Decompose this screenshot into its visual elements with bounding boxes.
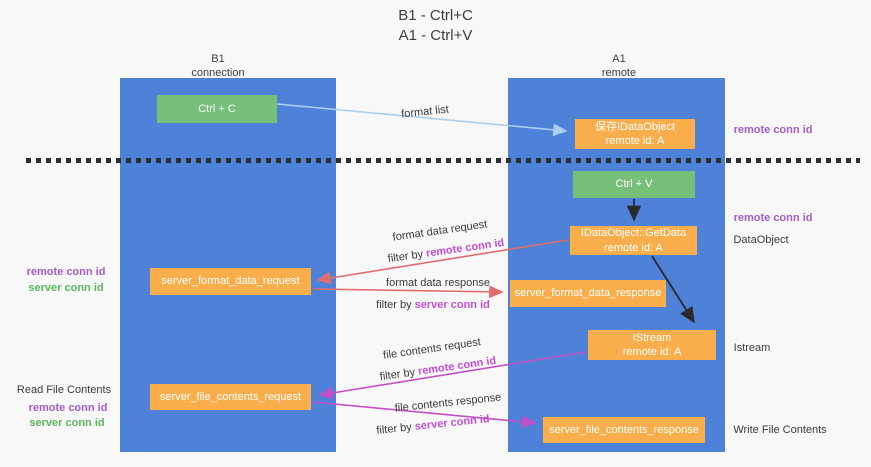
left-server-conn-id-label-1: server conn id bbox=[28, 282, 104, 294]
filter-by-server-conn-id-label-1: filter by server conn id bbox=[376, 299, 490, 311]
ctrl-v-label: Ctrl + V bbox=[615, 178, 653, 191]
server-format-data-request-label: server_format_data_request bbox=[161, 275, 300, 288]
right-remote-conn-id-label-1: remote conn id bbox=[733, 124, 813, 136]
server-format-data-response-box: server_format_data_response bbox=[510, 280, 666, 307]
remote-conn-id-text: remote conn id bbox=[417, 354, 497, 378]
server-file-contents-request-label: server_file_contents_request bbox=[159, 390, 302, 403]
ctrl-c-box: Ctrl + C bbox=[157, 95, 277, 123]
filter-by-text: filter by bbox=[379, 365, 419, 384]
filter-by-server-conn-id-label-2: filter by server conn id bbox=[376, 413, 490, 437]
save-idataobject-box: 保存IDataObject remote id: A bbox=[575, 119, 695, 149]
right-column-role: remote bbox=[601, 67, 637, 80]
left-remote-conn-id-label-2: remote conn id bbox=[28, 402, 108, 414]
dataobject-label: DataObject bbox=[733, 234, 789, 246]
read-file-contents-label: Read File Contents bbox=[16, 384, 112, 396]
getdata-line2: remote id: A bbox=[604, 241, 663, 254]
save-idataobject-line2: remote id: A bbox=[605, 135, 665, 147]
getdata-line1: IDataObject::GetData bbox=[580, 227, 687, 240]
istream-line2: remote id: A bbox=[622, 346, 682, 358]
save-idataobject-line1: 保存IDataObject bbox=[594, 120, 676, 133]
format-data-response-label: format data response bbox=[386, 277, 490, 289]
diagram-title: B1 - Ctrl+C A1 - Ctrl+V bbox=[0, 6, 871, 47]
format-data-request-label: format data request bbox=[391, 218, 489, 244]
filter-by-text: filter by bbox=[376, 299, 415, 311]
format-response-arrow bbox=[312, 285, 504, 299]
title-line-1: B1 - Ctrl+C bbox=[398, 7, 473, 24]
format-list-label: format list bbox=[400, 103, 450, 121]
file-contents-response-label: file contents response bbox=[394, 391, 502, 415]
right-remote-conn-id-label-2: remote conn id bbox=[733, 212, 813, 224]
remote-conn-id-text: remote conn id bbox=[425, 236, 505, 260]
filter-by-text: filter by bbox=[375, 420, 416, 437]
istream-box: IStream remote id: A bbox=[588, 330, 716, 360]
ctrl-v-box: Ctrl + V bbox=[573, 171, 695, 198]
dashed-separator-line bbox=[26, 158, 860, 163]
left-column-name: B1 bbox=[211, 53, 225, 65]
server-conn-id-text: server conn id bbox=[414, 413, 491, 433]
istream-side-label: Istream bbox=[733, 342, 771, 354]
left-column-header: B1 connection bbox=[191, 52, 244, 81]
server-file-contents-request-box: server_file_contents_request bbox=[150, 384, 311, 410]
server-file-contents-response-label: server_file_contents_response bbox=[549, 423, 699, 436]
write-file-contents-label: Write File Contents bbox=[733, 424, 827, 436]
server-file-contents-response-box: server_file_contents_response bbox=[543, 417, 705, 443]
filter-by-text: filter by bbox=[387, 247, 427, 266]
right-column-header: A1 remote bbox=[602, 52, 636, 81]
title-line-2: A1 - Ctrl+V bbox=[398, 27, 473, 45]
right-column-name: A1 bbox=[612, 53, 626, 65]
left-column-role: connection bbox=[191, 67, 245, 80]
left-server-conn-id-label-2: server conn id bbox=[29, 417, 105, 429]
server-format-data-request-box: server_format_data_request bbox=[150, 268, 311, 295]
istream-line1: IStream bbox=[632, 331, 672, 344]
idataobject-getdata-box: IDataObject::GetData remote id: A bbox=[570, 226, 697, 255]
server-conn-id-text: server conn id bbox=[414, 299, 490, 311]
left-remote-conn-id-label-1: remote conn id bbox=[26, 266, 106, 278]
ctrl-c-label: Ctrl + C bbox=[198, 102, 236, 115]
server-format-data-response-label: server_format_data_response bbox=[514, 287, 662, 300]
